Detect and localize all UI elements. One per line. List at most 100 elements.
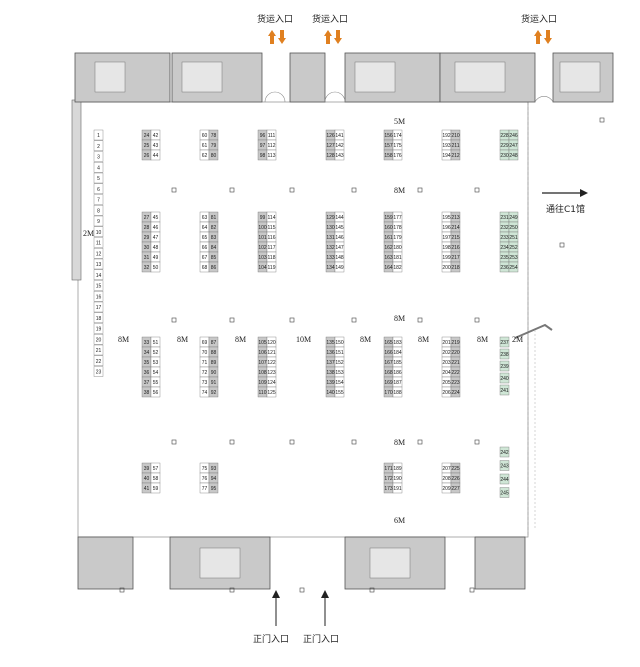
booth-label: 186 xyxy=(393,370,402,376)
booth-53: 53 xyxy=(150,356,161,368)
booth-55: 55 xyxy=(150,376,161,388)
booth-117: 117 xyxy=(266,241,277,253)
booth-label: 185 xyxy=(393,360,402,366)
booth-label: 187 xyxy=(393,380,402,386)
booth-77: 77 xyxy=(199,482,210,494)
booth-label: 188 xyxy=(393,390,402,396)
booth-label: 52 xyxy=(153,350,159,356)
pillar xyxy=(559,242,565,248)
booth-95: 95 xyxy=(208,482,219,494)
booth-190: 190 xyxy=(392,472,403,484)
booth-81: 81 xyxy=(208,211,219,223)
booth-221: 221 xyxy=(450,356,461,368)
booth-96: 96 xyxy=(257,129,268,141)
booth-32: 32 xyxy=(141,261,152,273)
booth-174: 174 xyxy=(392,129,403,141)
pillar xyxy=(351,187,357,193)
booth-6: 6 xyxy=(93,183,104,194)
booth-label: 50 xyxy=(153,265,159,271)
booth-60: 60 xyxy=(199,129,210,141)
booth-label: 114 xyxy=(268,215,276,221)
booth-118: 118 xyxy=(266,251,277,263)
booth-label: 15 xyxy=(96,284,102,290)
booth-label: 16 xyxy=(96,294,102,300)
booth-label: 32 xyxy=(144,265,150,271)
booth-label: 131 xyxy=(326,235,335,241)
booth-45: 45 xyxy=(150,211,161,223)
booth-150: 150 xyxy=(334,336,345,348)
booth-label: 79 xyxy=(211,143,217,149)
booth-33: 33 xyxy=(141,336,152,348)
booth-120: 120 xyxy=(266,336,277,348)
booth-71: 71 xyxy=(199,356,210,368)
booth-label: 163 xyxy=(384,255,393,261)
booth-65: 65 xyxy=(199,231,210,243)
booth-233: 233 xyxy=(499,231,510,243)
booth-label: 150 xyxy=(335,340,344,346)
booth-147: 147 xyxy=(334,241,345,253)
booth-5: 5 xyxy=(93,172,104,184)
booth-label: 98 xyxy=(260,153,266,159)
booth-label: 154 xyxy=(335,380,344,386)
booth-201: 201 xyxy=(441,336,452,348)
booth-235: 235 xyxy=(499,251,510,263)
booth-label: 7 xyxy=(97,198,100,204)
booth-label: 218 xyxy=(451,265,460,271)
booth-label: 61 xyxy=(202,143,208,149)
booth-label: 209 xyxy=(442,486,451,492)
booth-label: 158 xyxy=(384,153,393,159)
booth-157: 157 xyxy=(383,139,394,151)
booth-label: 94 xyxy=(211,476,217,482)
booth-label: 168 xyxy=(384,370,393,376)
booth-170: 170 xyxy=(383,386,394,398)
booth-22: 22 xyxy=(93,355,104,366)
booth-label: 193 xyxy=(442,143,451,149)
booth-label: 96 xyxy=(260,133,266,139)
booth-19: 19 xyxy=(93,323,104,334)
booth-163: 163 xyxy=(383,251,394,263)
booth-label: 240 xyxy=(500,376,509,382)
aisle-label-v4: 10M xyxy=(296,335,311,344)
booth-label: 226 xyxy=(451,476,460,482)
booth-label: 35 xyxy=(144,360,150,366)
booth-47: 47 xyxy=(150,231,161,243)
booth-21: 21 xyxy=(93,344,104,356)
booth-label: 34 xyxy=(144,350,150,356)
booth-label: 253 xyxy=(509,255,518,261)
booth-label: 130 xyxy=(326,225,335,231)
booth-label: 38 xyxy=(144,390,150,396)
booth-label: 125 xyxy=(267,390,276,396)
booth-label: 85 xyxy=(211,255,217,261)
booth-37: 37 xyxy=(141,376,152,388)
booth-label: 208 xyxy=(442,476,451,482)
booth-7: 7 xyxy=(93,194,104,205)
c1-arrow-icon xyxy=(542,189,588,197)
booth-245: 245 xyxy=(499,487,510,498)
booth-41: 41 xyxy=(141,482,152,494)
booth-label: 254 xyxy=(509,265,518,271)
booth-34: 34 xyxy=(141,346,152,358)
booth-label: 129 xyxy=(326,215,335,221)
booth-228: 228 xyxy=(499,129,510,141)
booth-13: 13 xyxy=(93,258,104,270)
booth-112: 112 xyxy=(266,139,277,151)
pillar xyxy=(599,117,605,123)
booth-label: 159 xyxy=(384,215,393,221)
booth-180: 180 xyxy=(392,241,403,253)
booth-label: 73 xyxy=(202,380,208,386)
booth-69: 69 xyxy=(199,336,210,348)
booth-232: 232 xyxy=(499,221,510,233)
booth-130: 130 xyxy=(325,221,336,233)
booth-label: 89 xyxy=(211,360,217,366)
booth-label: 1 xyxy=(97,133,100,139)
booth-label: 13 xyxy=(96,262,102,268)
booth-label: 230 xyxy=(500,153,509,159)
booth-107: 107 xyxy=(257,356,268,368)
pillar xyxy=(474,187,480,193)
bottom-structures xyxy=(77,536,526,590)
booth-218: 218 xyxy=(450,261,461,273)
booth-label: 217 xyxy=(451,255,460,261)
pillar xyxy=(299,587,305,593)
booth-label: 99 xyxy=(260,215,266,221)
booth-label: 27 xyxy=(144,215,150,221)
